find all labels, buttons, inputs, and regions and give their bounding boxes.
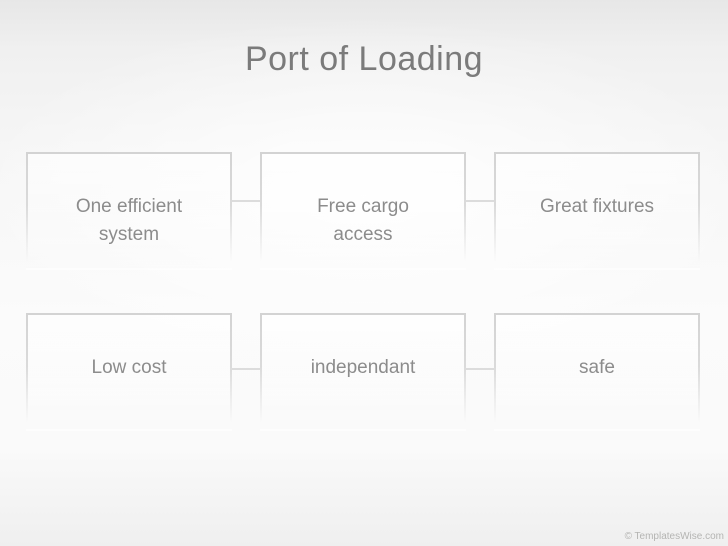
feature-box-low-cost: Low cost xyxy=(26,313,232,431)
connector-line xyxy=(466,368,494,370)
feature-box-great-fixtures: Great fixtures xyxy=(494,152,700,270)
slide-title: Port of Loading xyxy=(244,40,484,78)
feature-box-safe: safe xyxy=(494,313,700,431)
feature-box-one-efficient-system: One efficient system xyxy=(26,152,232,270)
connector-line xyxy=(466,200,494,202)
feature-box-free-cargo-access: Free cargo access xyxy=(260,152,466,270)
feature-box-independant: independant xyxy=(260,313,466,431)
feature-box-label: safe xyxy=(579,357,615,378)
connector-line xyxy=(232,200,260,202)
feature-box-label: Free cargo access xyxy=(317,196,409,245)
watermark-credit: © TemplatesWise.com xyxy=(624,531,724,542)
feature-row-top: One efficient system Free cargo access G… xyxy=(26,152,700,270)
feature-box-label: Great fixtures xyxy=(539,196,655,217)
feature-box-label: One efficient system xyxy=(75,196,183,245)
feature-box-label: Low cost xyxy=(91,357,167,378)
connector-line xyxy=(232,368,260,370)
feature-box-label: independant xyxy=(310,357,416,378)
feature-row-bottom: Low cost independant safe xyxy=(26,313,700,431)
